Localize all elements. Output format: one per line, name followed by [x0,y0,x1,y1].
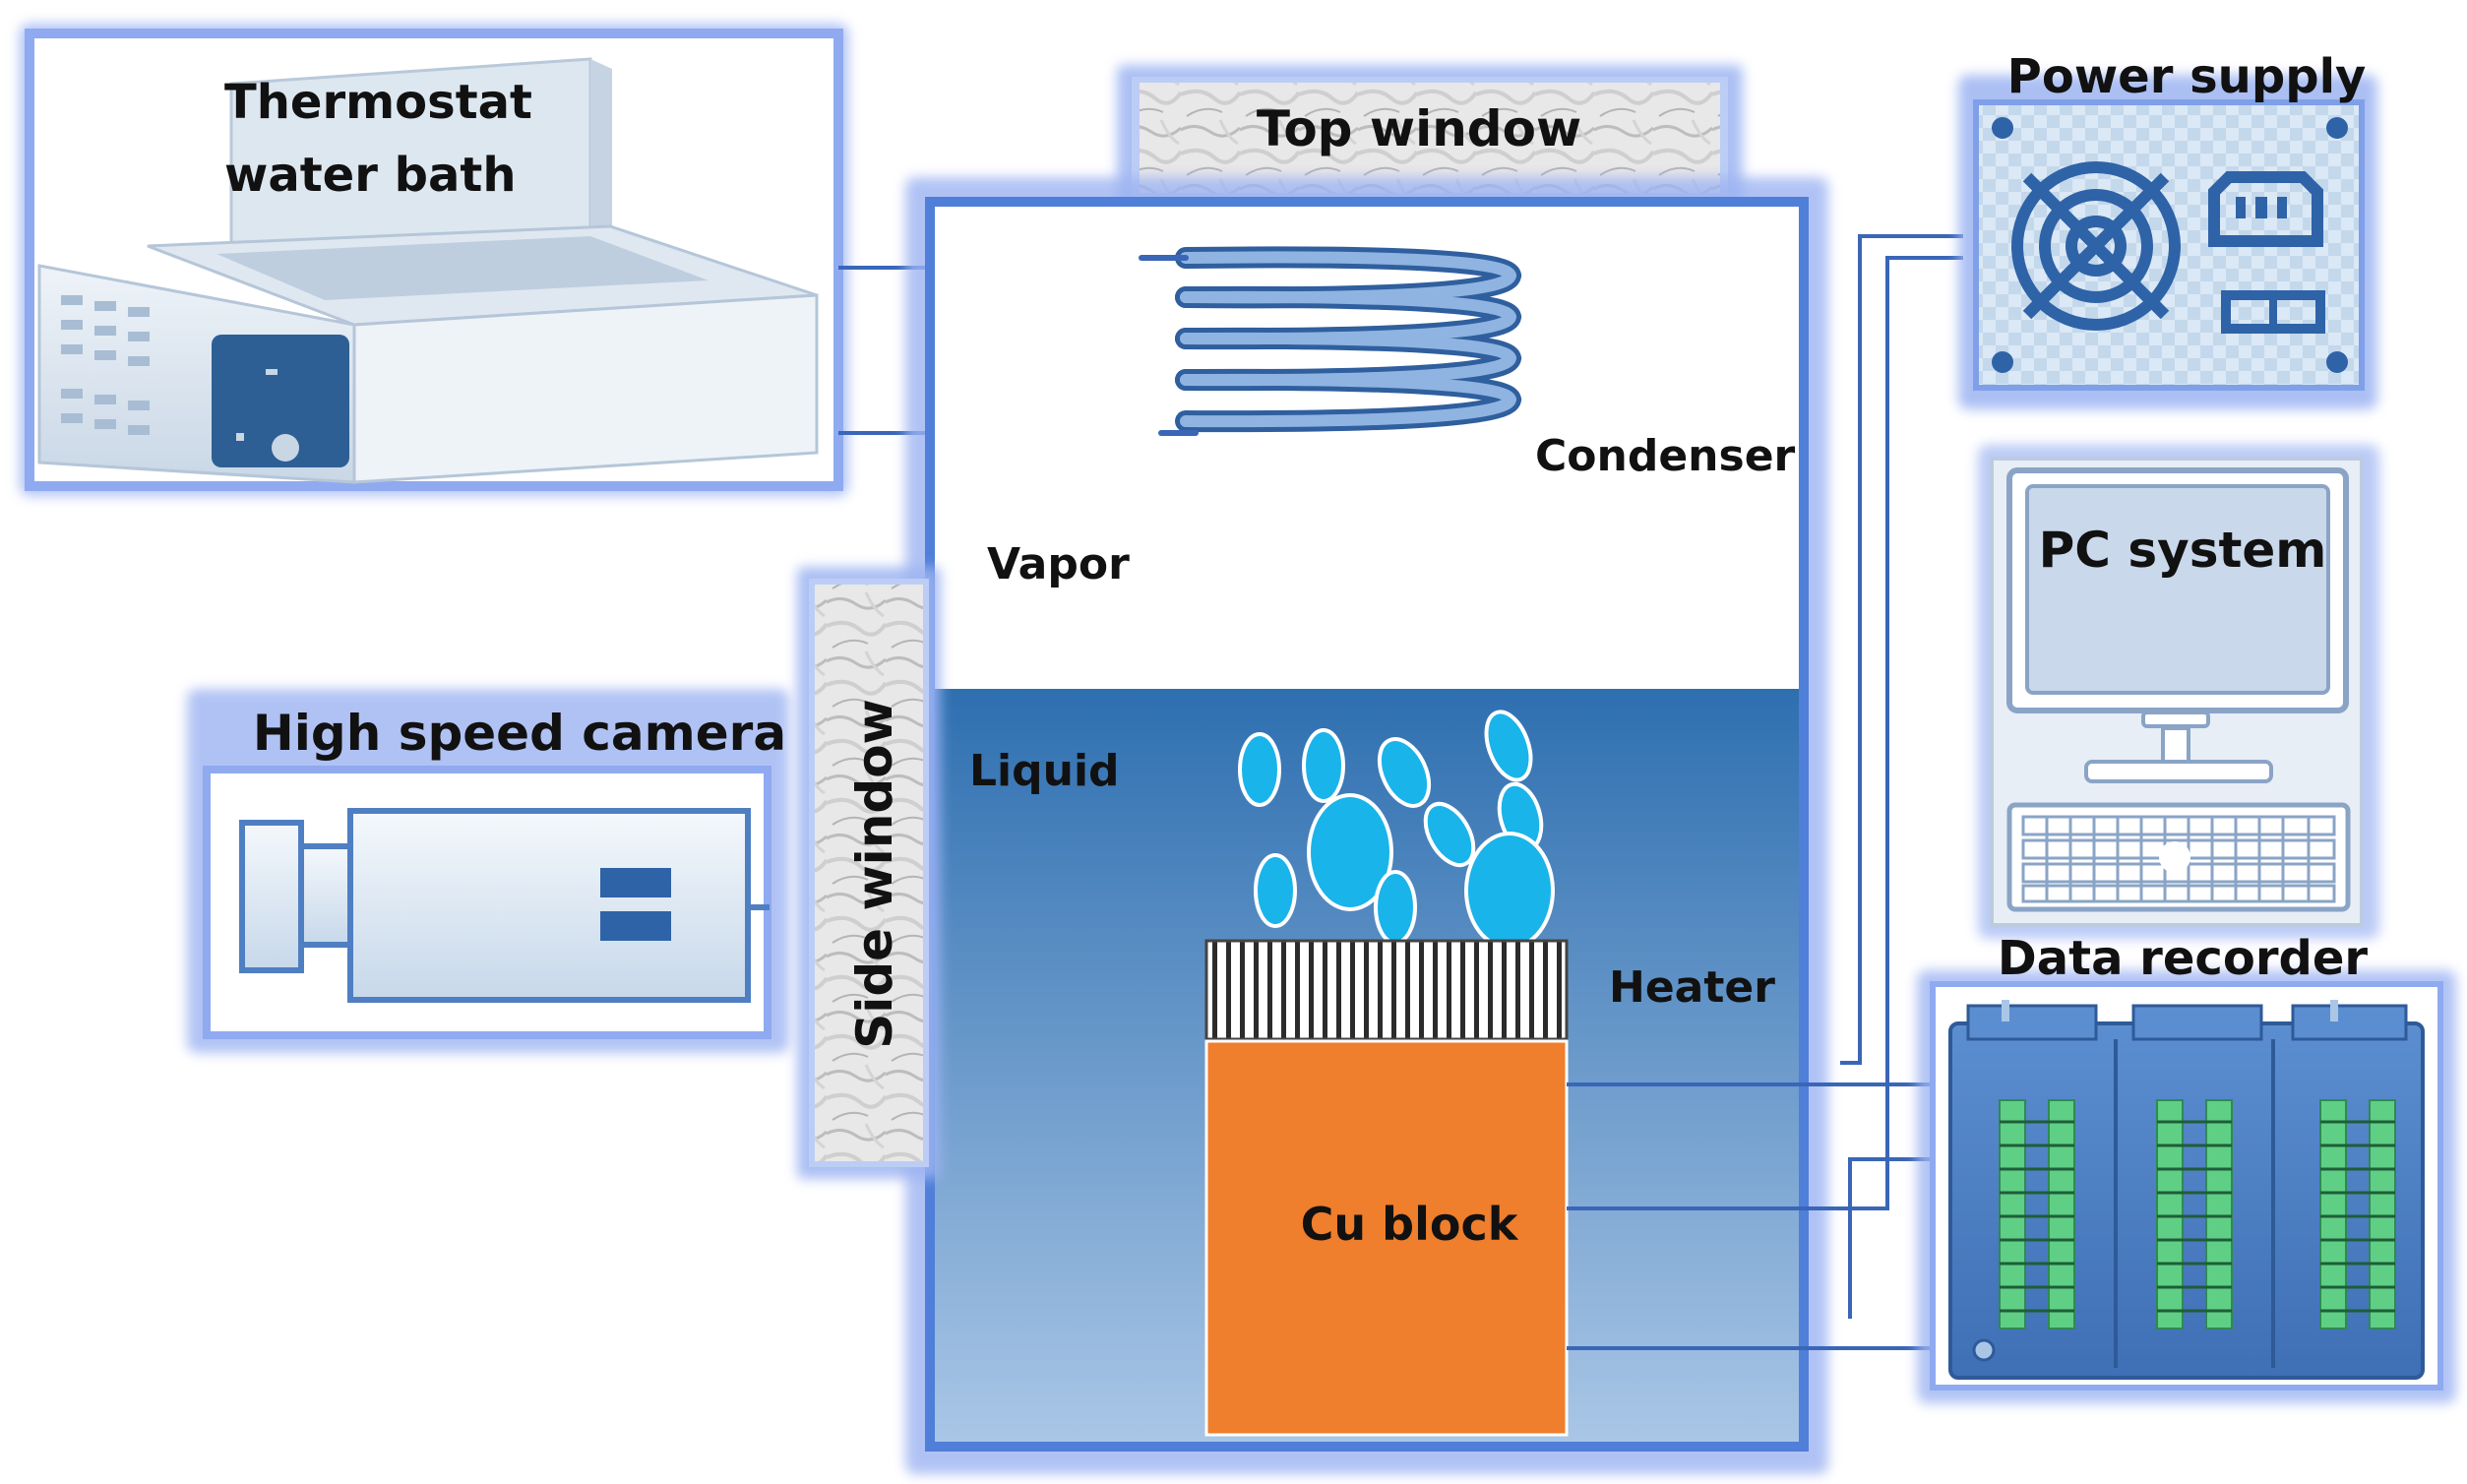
data-recorder: Data recorder [1917,931,2456,1403]
power-supply-icon [1992,117,2348,373]
data-recorder-label: Data recorder [1998,931,2369,986]
data-recorder-icon [1948,1000,2425,1380]
thermostat-water-bath: Thermostat water bath [20,24,848,496]
bubble [1377,737,1432,808]
top-window: Top window [1117,65,1743,209]
top-window-label: Top window [1257,100,1581,157]
power-supply-label: Power supply [2007,49,2367,104]
bubble [1254,853,1297,928]
power-supply: Power supply [1958,49,2377,409]
bubble [1238,732,1281,807]
heater-surface [1204,939,1569,1041]
pc-system: PC system [1978,445,2379,939]
bubble [1307,793,1393,911]
camera-icon [239,808,770,1003]
high-speed-camera: High speed camera [187,689,789,1053]
bubble [1423,801,1476,868]
bubble [1484,710,1533,782]
signal-wires [1567,234,1963,1350]
bubble [1374,870,1417,945]
bubble [1302,728,1345,803]
condenser-label: Condenser [1535,431,1796,481]
cu-block [1204,1039,1569,1437]
vapor-label: Vapor [987,539,1130,589]
thermostat-label-line2: water bath [224,148,516,203]
pc-icon [1990,457,2364,927]
side-window-label: Side window [846,699,903,1049]
pc-system-label: PC system [2039,522,2327,579]
cu-block-label: Cu block [1301,1198,1519,1251]
condenser-coil [1139,246,1522,436]
thermostat-label-line1: Thermostat [224,75,532,130]
water-bath-icon [37,57,819,484]
side-window: Side window [797,567,941,1179]
bubble [1464,832,1555,950]
liquid-label: Liquid [969,746,1120,796]
vapor-bubbles [1238,710,1555,950]
high-speed-camera-label: High speed camera [253,705,786,762]
heater-label: Heater [1609,962,1775,1013]
